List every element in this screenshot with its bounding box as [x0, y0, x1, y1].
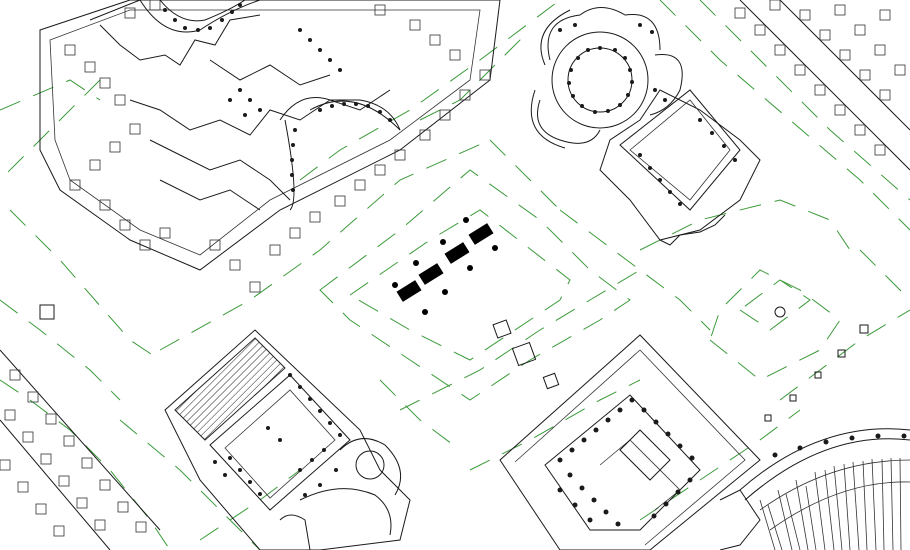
plan-portico-icon — [164, 329, 411, 550]
plaza-small-blocks — [39, 304, 869, 422]
plan-theater-icon — [719, 428, 910, 550]
colonnade-rows-left — [0, 349, 161, 550]
plan-complex-icon — [39, 0, 501, 293]
plan-rotunda-icon — [530, 7, 761, 246]
plan-monument-icon — [392, 217, 498, 315]
colonnade-rows-right — [734, 0, 910, 171]
temple-enclosure — [499, 334, 761, 550]
